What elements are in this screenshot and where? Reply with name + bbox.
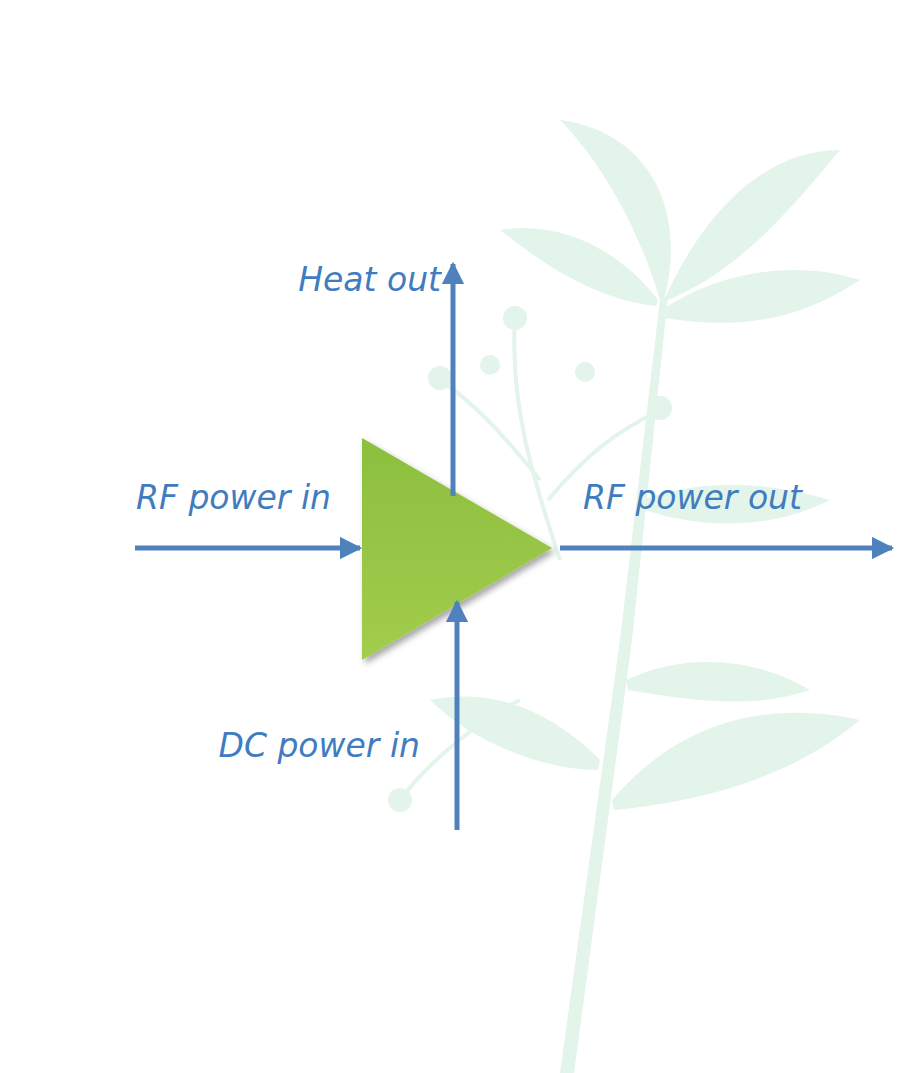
rf-out-label: RF power out — [583, 480, 802, 516]
heat-label: Heat out — [298, 262, 441, 298]
heat-out-arrow — [451, 264, 456, 496]
rf-in-label: RF power in — [136, 480, 331, 516]
dc-in-arrow — [455, 602, 460, 830]
rf-in-arrow — [135, 546, 360, 551]
rf-out-arrow — [560, 546, 892, 551]
dc-label: DC power in — [218, 728, 420, 764]
